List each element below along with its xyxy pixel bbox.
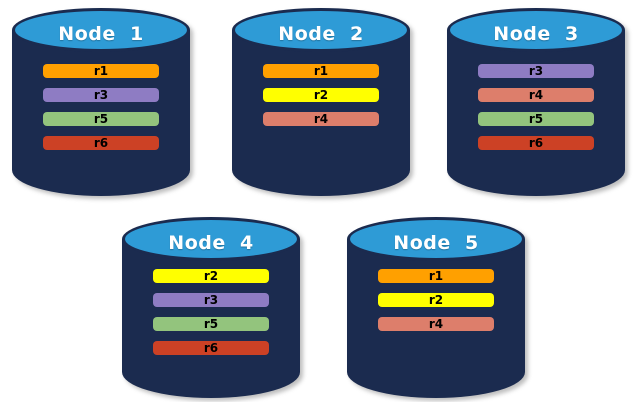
replica-bar: r6 [153, 341, 269, 355]
replica-bar: r1 [263, 64, 379, 78]
replica-bar: r4 [478, 88, 594, 102]
node-3-cylinder: Node 3 r3 r4 r5 r6 [447, 8, 625, 196]
node-5-replica-list: r1 r2 r4 [347, 269, 525, 331]
replica-bar: r5 [153, 317, 269, 331]
node-1-title: Node 1 [58, 22, 144, 45]
node-2-cylinder-top-ellipse: Node 2 [232, 8, 410, 52]
replica-bar: r5 [478, 112, 594, 126]
replica-bar: r6 [478, 136, 594, 150]
node-4-replica-list: r2 r3 r5 r6 [122, 269, 300, 355]
replica-bar: r1 [43, 64, 159, 78]
replica-bar: r2 [378, 293, 494, 307]
replica-bar: r2 [153, 269, 269, 283]
node-2-title: Node 2 [278, 22, 364, 45]
replica-bar: r3 [478, 64, 594, 78]
node-1-cylinder: Node 1 r1 r3 r5 r6 [12, 8, 190, 196]
replica-bar: r2 [263, 88, 379, 102]
replica-bar: r6 [43, 136, 159, 150]
replica-bar: r3 [43, 88, 159, 102]
node-2-replica-list: r1 r2 r4 [232, 64, 410, 126]
node-4-cylinder: Node 4 r2 r3 r5 r6 [122, 217, 300, 398]
node-3-title: Node 3 [493, 22, 579, 45]
node-5-title: Node 5 [393, 231, 479, 254]
node-3-replica-list: r3 r4 r5 r6 [447, 64, 625, 150]
replica-bar: r5 [43, 112, 159, 126]
replica-bar: r4 [263, 112, 379, 126]
node-4-cylinder-top-ellipse: Node 4 [122, 217, 300, 261]
replica-bar: r4 [378, 317, 494, 331]
replica-bar: r1 [378, 269, 494, 283]
node-1-replica-list: r1 r3 r5 r6 [12, 64, 190, 150]
node-5-cylinder: Node 5 r1 r2 r4 [347, 217, 525, 398]
node-2-cylinder: Node 2 r1 r2 r4 [232, 8, 410, 196]
node-4-title: Node 4 [168, 231, 254, 254]
node-3-cylinder-top-ellipse: Node 3 [447, 8, 625, 52]
node-5-cylinder-top-ellipse: Node 5 [347, 217, 525, 261]
node-1-cylinder-top-ellipse: Node 1 [12, 8, 190, 52]
replica-bar: r3 [153, 293, 269, 307]
